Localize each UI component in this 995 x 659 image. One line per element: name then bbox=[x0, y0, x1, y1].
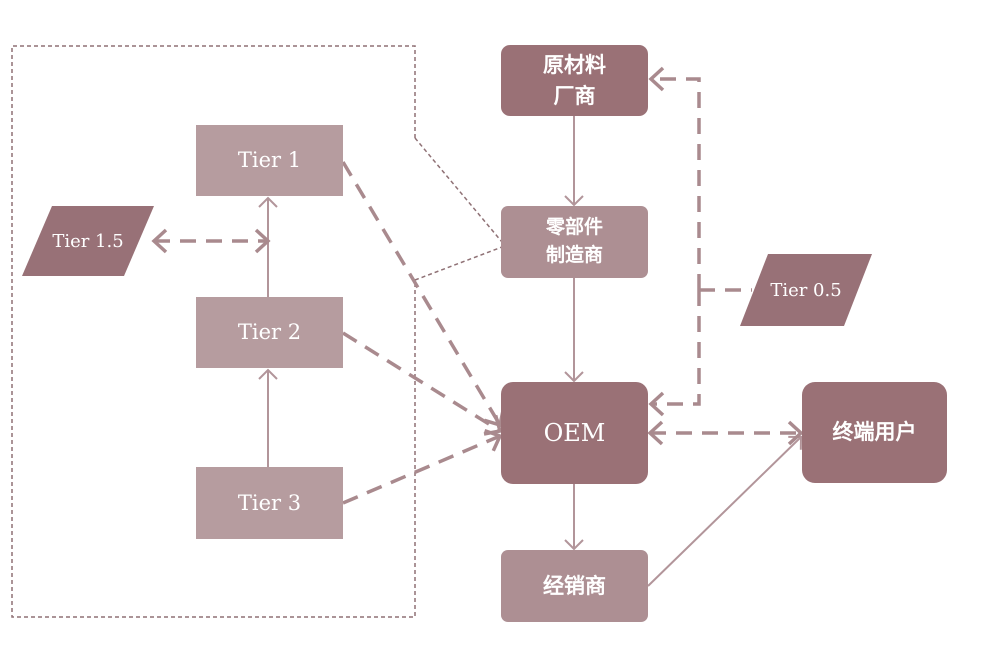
tier05-bracket-to-raw bbox=[648, 66, 701, 290]
component-manufacturer-box: 零部件 制造商 bbox=[501, 206, 648, 278]
tier05-parallelogram-shape bbox=[740, 254, 872, 326]
dealer-to-enduser-arrow bbox=[647, 435, 803, 587]
tier3-box: Tier 3 bbox=[196, 467, 343, 539]
tier05-label: Tier 0.5 bbox=[770, 279, 842, 301]
dealer-box: 经销商 bbox=[501, 550, 648, 622]
raw-material-supplier-box: 原材料 厂商 bbox=[501, 45, 648, 116]
tier05-bracket-to-oem bbox=[648, 290, 701, 417]
tier1-to-oem-dashed-arrow bbox=[341, 161, 506, 428]
tier15-label: Tier 1.5 bbox=[52, 230, 124, 252]
tier15-parallelogram-shape bbox=[22, 206, 154, 276]
outline-callout-upper bbox=[414, 137, 503, 243]
tier-group-outline bbox=[11, 45, 416, 618]
tier1-box: Tier 1 bbox=[196, 125, 343, 196]
tier05-parallelogram: Tier 0.5 bbox=[740, 254, 872, 326]
tier2-box: Tier 2 bbox=[196, 297, 343, 368]
tier15-parallelogram: Tier 1.5 bbox=[22, 206, 154, 276]
end-user-box: 终端用户 bbox=[802, 382, 947, 483]
tier3-to-oem-dashed-arrow bbox=[342, 428, 503, 505]
outline-callout-lower bbox=[414, 246, 503, 281]
tier2-to-oem-dashed-arrow bbox=[342, 331, 503, 436]
oem-box: OEM bbox=[501, 382, 648, 484]
